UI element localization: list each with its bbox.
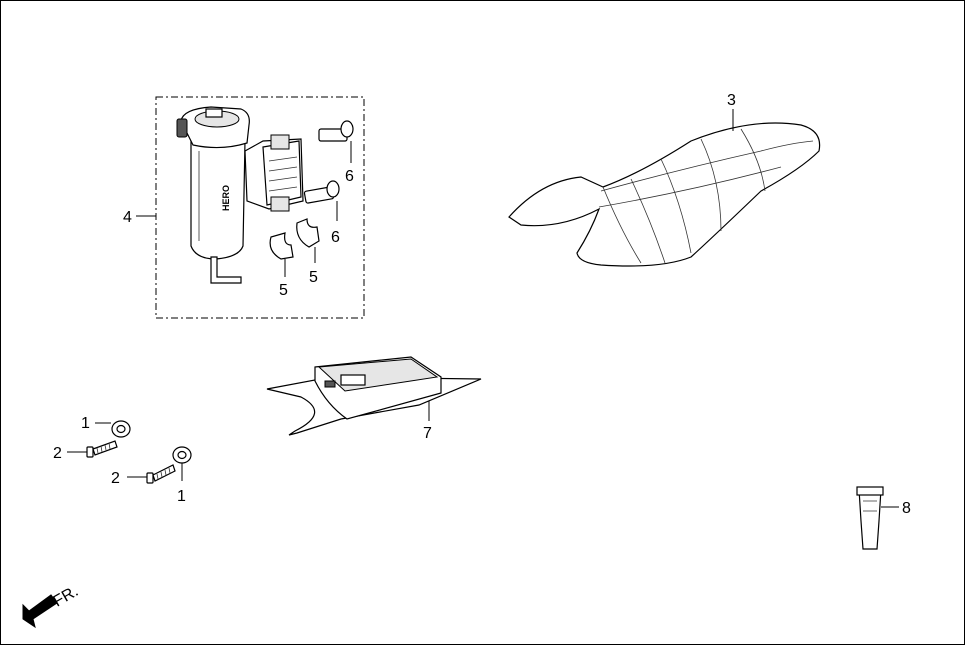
callout-washer-upper: 1 xyxy=(81,415,90,432)
screw-lower: 2 xyxy=(111,464,176,487)
assembly-boundary xyxy=(155,96,365,319)
front-label: FR. xyxy=(51,583,82,611)
callout-bolt-lower: 6 xyxy=(331,229,340,246)
hose-clip-a: 5 xyxy=(269,232,294,299)
callout-hose-clip-a: 5 xyxy=(279,282,288,299)
callout-bushing: 8 xyxy=(902,500,911,517)
reservoir-outlet xyxy=(210,256,242,284)
seat-tray: 7 xyxy=(266,356,482,442)
callout-reservoir-assembly: 4 xyxy=(123,209,132,226)
washer-upper: 1 xyxy=(81,415,131,438)
front-direction-indicator: FR. xyxy=(22,583,82,629)
bolt-upper: 6 xyxy=(318,120,354,185)
seat: 3 xyxy=(508,92,821,267)
washer-lower: 1 xyxy=(172,446,192,505)
callout-bolt-upper: 6 xyxy=(345,168,354,185)
screw-upper: 2 xyxy=(53,440,118,462)
callout-seat: 3 xyxy=(727,92,736,109)
callout-hose-clip-b: 5 xyxy=(309,269,318,286)
callout-washer-lower: 1 xyxy=(177,488,186,505)
reservoir-assembly: HERO 6 6 5 5 xyxy=(123,96,365,319)
callout-seat-tray: 7 xyxy=(423,425,432,442)
front-arrow-icon xyxy=(22,594,58,629)
callout-screw-lower: 2 xyxy=(111,470,120,487)
bolt-lower: 6 xyxy=(303,180,340,246)
callout-screw-upper: 2 xyxy=(53,445,62,462)
hose-clip-b: 5 xyxy=(296,218,320,286)
reservoir-logo: HERO xyxy=(221,185,231,211)
bushing: 8 xyxy=(856,486,911,550)
